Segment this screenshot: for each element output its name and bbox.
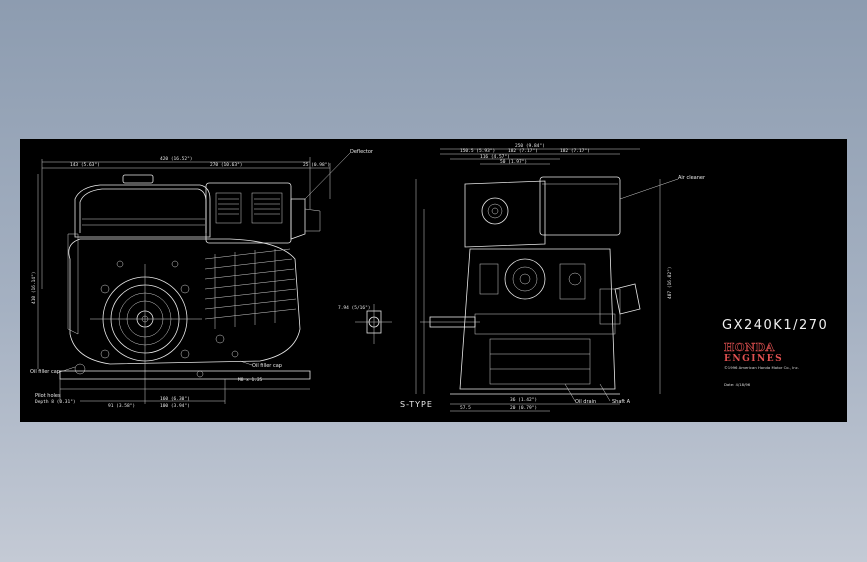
callout-oil-filler-cap-right: Oil filler cap <box>252 363 282 369</box>
model-title: GX240K1/270 <box>722 318 828 333</box>
callout-pilot-holes: Pilot holes <box>35 393 61 399</box>
dim-right-height: 407 (16.02") <box>667 266 673 299</box>
copyright-text: ©1996 American Honda Motor Co., Inc. <box>724 365 799 370</box>
callout-oil-drain: Oil drain <box>575 399 596 405</box>
callout-shaft-a: Shaft A <box>612 399 631 405</box>
dim-side-a: 150.5 (5.93") <box>460 148 495 154</box>
callout-air-cleaner: Air cleaner <box>678 175 706 181</box>
dim-top-mid: 270 (10.63") <box>210 162 243 168</box>
dim-base-f: 20 (0.79") <box>510 405 537 411</box>
front-view: 420 (16.52") 143 (5.63") 270 (10.63") 25… <box>30 149 374 409</box>
cad-drawing-canvas[interactable]: 420 (16.52") 143 (5.63") 270 (10.63") 25… <box>20 139 847 422</box>
brand-honda-logo: HONDA <box>724 341 775 354</box>
dim-side-b: 182 (7.17") <box>508 148 538 154</box>
dim-base-c: 100 (3.94") <box>160 403 190 409</box>
side-view-label: S-TYPE <box>400 400 433 409</box>
brand-engines-logo: ENGINES <box>724 354 783 364</box>
dim-base-d: 57.5 <box>460 405 471 411</box>
dim-side-c: 182 (7.17") <box>560 148 590 154</box>
dim-bolt-b: Depth 8 (0.31") <box>35 399 76 405</box>
engine-drawing: 420 (16.52") 143 (5.63") 270 (10.63") 25… <box>30 143 828 412</box>
dim-top-right: 25 (0.98") <box>303 162 330 168</box>
dim-top-overall: 420 (16.52") <box>160 156 193 162</box>
title-block: GX240K1/270 HONDA ENGINES ©1996 American… <box>722 318 828 387</box>
dim-left-height: 410 (16.14") <box>31 271 37 304</box>
dim-side-top: 250 (9.84") <box>515 143 545 149</box>
dim-base-a: 91 (3.58") <box>108 403 135 409</box>
dim-bolt-a: M8 x 1.25 <box>238 377 263 383</box>
shaft-detail: 7.94 (5/16") <box>338 304 392 344</box>
dim-shaft-key: 7.94 (5/16") <box>338 305 371 311</box>
dim-top-left: 143 (5.63") <box>70 162 100 168</box>
date-text: Date: 4/18/96 <box>724 382 751 387</box>
dim-side-d: 116 (4.57") <box>480 154 510 160</box>
callout-oil-filler-cap-left: Oil filler cap <box>30 369 60 375</box>
dim-side-e: 50 (1.97") <box>500 159 527 165</box>
dim-base-e: 36 (1.42") <box>510 397 537 403</box>
side-view: 250 (9.84") 150.5 (5.93") 182 (7.17") 18… <box>400 143 706 412</box>
dim-base-b: 160 (6.30") <box>160 396 190 402</box>
callout-deflector: Deflector <box>350 149 374 155</box>
